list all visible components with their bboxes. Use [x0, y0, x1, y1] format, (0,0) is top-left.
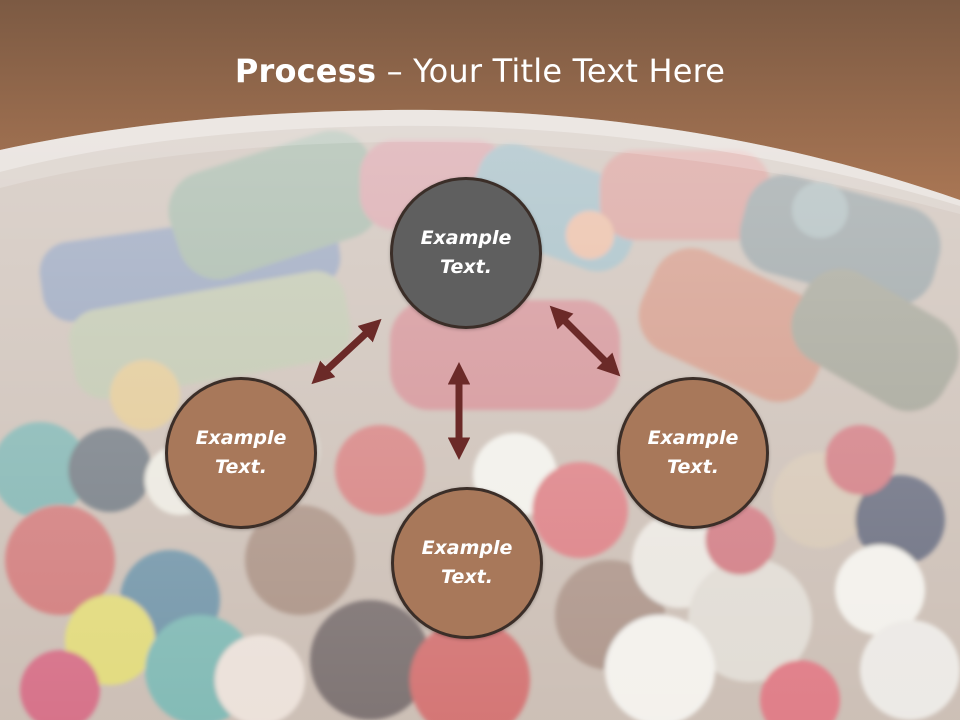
- node-top-label: Example Text.: [420, 227, 512, 278]
- title-rest: – Your Title Text Here: [376, 52, 726, 90]
- node-left-label: Example Text.: [195, 427, 287, 478]
- node-bottom-label: Example Text.: [421, 537, 513, 588]
- process-node-right[interactable]: Example Text.: [617, 377, 769, 529]
- title-bold: Process: [234, 52, 377, 90]
- page-title: Process – Your Title Text Here: [0, 52, 960, 90]
- process-node-bottom[interactable]: Example Text.: [391, 487, 543, 639]
- node-right-label: Example Text.: [647, 427, 739, 478]
- process-node-top[interactable]: Example Text.: [390, 177, 542, 329]
- process-node-left[interactable]: Example Text.: [165, 377, 317, 529]
